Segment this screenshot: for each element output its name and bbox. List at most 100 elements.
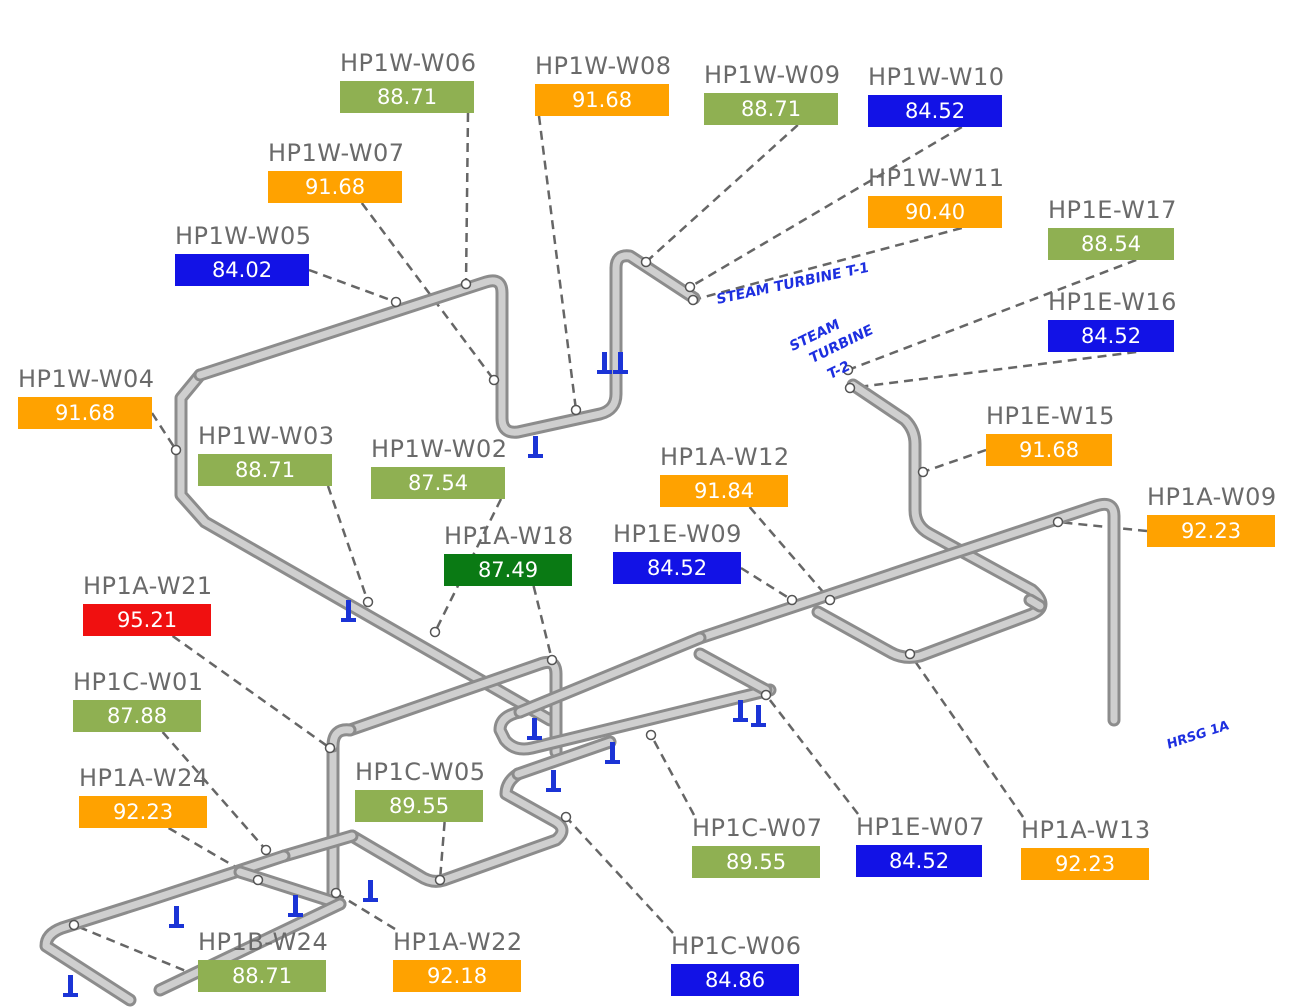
weld-value-badge: 92.23 bbox=[1021, 848, 1149, 880]
weld-point[interactable] bbox=[570, 404, 582, 416]
weld-label-hp1a-w24[interactable]: HP1A-W24 92.23 bbox=[79, 764, 209, 828]
weld-point[interactable] bbox=[434, 874, 446, 886]
weld-value-badge: 91.68 bbox=[535, 84, 669, 116]
weld-point[interactable] bbox=[170, 444, 182, 456]
weld-point[interactable] bbox=[362, 596, 374, 608]
pipe-support bbox=[751, 705, 766, 727]
weld-point[interactable] bbox=[390, 296, 402, 308]
weld-point[interactable] bbox=[645, 729, 657, 741]
weld-point[interactable] bbox=[842, 364, 854, 376]
pipe-support bbox=[363, 880, 378, 902]
pipe-highlight bbox=[329, 726, 354, 750]
weld-value-badge: 84.52 bbox=[868, 95, 1002, 127]
weld-point[interactable] bbox=[904, 648, 916, 660]
leader-line bbox=[167, 826, 259, 882]
leader-line bbox=[1057, 520, 1148, 533]
weld-value-badge: 92.23 bbox=[79, 796, 207, 828]
weld-point[interactable] bbox=[68, 919, 80, 931]
weld-point[interactable] bbox=[1052, 516, 1064, 528]
weld-value-badge: 91.84 bbox=[660, 475, 788, 507]
weld-name: HP1E-W09 bbox=[613, 520, 742, 548]
pipe-support bbox=[63, 975, 78, 997]
weld-name: HP1E-W07 bbox=[856, 813, 985, 841]
weld-point[interactable] bbox=[260, 844, 272, 856]
weld-point[interactable] bbox=[844, 382, 856, 394]
leader-line bbox=[740, 566, 793, 602]
weld-value-badge: 89.55 bbox=[692, 846, 820, 878]
weld-name: HP1W-W11 bbox=[868, 164, 1005, 192]
weld-point[interactable] bbox=[560, 811, 572, 823]
pipe-highlight bbox=[516, 634, 704, 716]
weld-label-hp1a-w18[interactable]: HP1A-W18 87.49 bbox=[444, 522, 574, 586]
weld-value-badge: 84.86 bbox=[671, 964, 799, 996]
weld-name: HP1A-W22 bbox=[393, 928, 523, 956]
weld-point[interactable] bbox=[917, 466, 929, 478]
weld-point[interactable] bbox=[786, 594, 798, 606]
leader-line bbox=[847, 258, 1137, 372]
weld-point[interactable] bbox=[760, 689, 772, 701]
weld-point[interactable] bbox=[252, 874, 264, 886]
weld-label-hp1w-w08[interactable]: HP1W-W08 91.68 bbox=[535, 52, 672, 116]
weld-point[interactable] bbox=[546, 654, 558, 666]
weld-value-badge: 87.54 bbox=[371, 467, 505, 499]
weld-point[interactable] bbox=[824, 594, 836, 606]
pipe-highlight bbox=[177, 371, 554, 724]
leader-line bbox=[645, 124, 799, 263]
weld-name: HP1W-W10 bbox=[868, 63, 1005, 91]
weld-name: HP1W-W08 bbox=[535, 52, 672, 80]
weld-name: HP1A-W24 bbox=[79, 764, 209, 792]
pipe-highlight bbox=[348, 770, 566, 885]
leader-line bbox=[649, 734, 696, 816]
leader-line bbox=[689, 125, 963, 289]
weld-point[interactable] bbox=[640, 256, 652, 268]
weld-name: HP1A-W21 bbox=[83, 572, 213, 600]
pipe-support bbox=[288, 895, 303, 917]
weld-point[interactable] bbox=[324, 742, 336, 754]
weld-point[interactable] bbox=[460, 278, 472, 290]
weld-name: HP1B-W24 bbox=[198, 928, 329, 956]
weld-point[interactable] bbox=[684, 281, 696, 293]
weld-point[interactable] bbox=[429, 626, 441, 638]
weld-point[interactable] bbox=[488, 374, 500, 386]
weld-name: HP1C-W05 bbox=[355, 758, 486, 786]
weld-value-badge: 91.68 bbox=[18, 397, 152, 429]
pipe-highlight bbox=[496, 686, 774, 753]
weld-value-badge: 84.02 bbox=[175, 254, 309, 286]
pipe-support bbox=[613, 352, 628, 374]
leader-line bbox=[748, 506, 831, 601]
weld-name: HP1A-W18 bbox=[444, 522, 574, 550]
pipe-support bbox=[605, 742, 620, 764]
weld-label-hp1w-w10[interactable]: HP1W-W10 84.52 bbox=[868, 63, 1005, 127]
weld-point[interactable] bbox=[330, 887, 342, 899]
weld-label-hp1w-w02[interactable]: HP1W-W02 87.54 bbox=[371, 435, 508, 499]
pipe-support bbox=[527, 718, 542, 740]
weld-point[interactable] bbox=[687, 294, 699, 306]
weld-name: HP1W-W06 bbox=[340, 49, 477, 77]
weld-value-badge: 87.49 bbox=[444, 554, 572, 586]
weld-name: HP1W-W02 bbox=[371, 435, 508, 463]
pipe-support bbox=[733, 700, 748, 722]
